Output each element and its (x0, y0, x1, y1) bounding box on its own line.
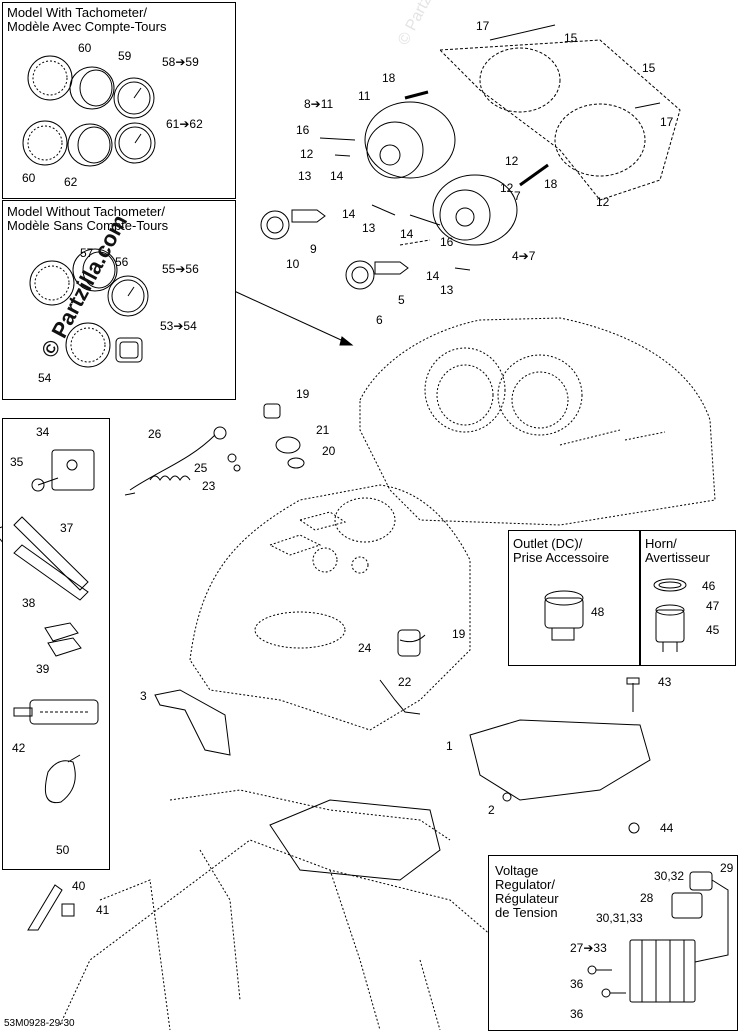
callout: 20 (322, 444, 336, 458)
callout: 25 (194, 461, 208, 475)
regulator-box: Voltage Regulator/ Régulateur de Tension (488, 855, 738, 1031)
callout: 55➔56 (162, 262, 199, 276)
callout: 14 (426, 269, 440, 283)
callout: 13 (440, 283, 454, 297)
callout: 60 (22, 171, 36, 185)
callout: 38 (22, 596, 36, 610)
callout: 48 (591, 605, 605, 619)
callout: 5 (398, 293, 405, 307)
callout: 40 (72, 879, 86, 893)
callout: 43 (658, 675, 672, 689)
wiring (124, 403, 426, 715)
callout: 1 (446, 739, 453, 753)
callout: 45 (706, 623, 720, 637)
callout: 14 (342, 207, 356, 221)
callout: 12 (500, 181, 514, 195)
callout: 26 (148, 427, 162, 441)
callout: 60 (78, 41, 92, 55)
nut-44 (628, 822, 640, 834)
callout: 13 (362, 221, 376, 235)
callout: 18 (544, 177, 558, 191)
horn-box: Horn/ Avertisseur (640, 530, 736, 666)
callout: 4➔7 (512, 249, 536, 263)
callout: 47 (706, 599, 720, 613)
callout: 9 (310, 242, 317, 256)
callout: 58➔59 (162, 55, 199, 69)
callout: 29 (720, 861, 734, 875)
rack-support (269, 799, 441, 881)
callout: 6 (376, 313, 383, 327)
callout: 27➔33 (570, 941, 607, 955)
tach-box: Model With Tachometer/ Modèle Avec Compt… (2, 2, 236, 199)
callout: 15 (564, 31, 578, 45)
callout: 15 (642, 61, 656, 75)
callout: 37 (60, 521, 74, 535)
callout: 62 (64, 175, 78, 189)
callout: 16 (296, 123, 310, 137)
callout: 2 (488, 803, 495, 817)
callout: 12 (505, 154, 519, 168)
callout: 50 (56, 843, 70, 857)
callout: 24 (358, 641, 372, 655)
callout: 17 (660, 115, 674, 129)
callout: 21 (316, 423, 330, 437)
bracket-3 (154, 689, 231, 756)
callout: 54 (38, 371, 52, 385)
callout: 35 (10, 455, 24, 469)
callout: 7 (514, 189, 521, 203)
callout: 30,31,33 (596, 911, 643, 925)
headlight-assembly (260, 24, 681, 290)
callout: 23 (202, 479, 216, 493)
left-tools-box (2, 418, 110, 870)
callout: 13 (298, 169, 312, 183)
callout: 3 (140, 689, 147, 703)
callout: 39 (36, 662, 50, 676)
diagram-code: 53M0928-29-30 (4, 1018, 75, 1029)
horn-box-title: Horn/ Avertisseur (645, 536, 710, 565)
item-2 (502, 792, 512, 802)
callout: 34 (36, 425, 50, 439)
callout: 16 (440, 235, 454, 249)
callout: 12 (300, 147, 314, 161)
callout: 10 (286, 257, 300, 271)
callout: 14 (330, 169, 344, 183)
callout: 11 (358, 89, 371, 103)
callout: 53➔54 (160, 319, 197, 333)
callout: 61➔62 (166, 117, 203, 131)
callout: 14 (400, 227, 414, 241)
frame (59, 789, 561, 1031)
tach-box-title: Model With Tachometer/ Modèle Avec Compt… (7, 5, 167, 34)
callout: 17 (476, 19, 490, 33)
callout: 46 (702, 579, 716, 593)
bracket-40 (27, 884, 63, 931)
callout: 44 (660, 821, 674, 835)
callout: 19 (452, 627, 466, 641)
callout: 22 (398, 675, 412, 689)
callout: 57 (80, 246, 94, 260)
leader-arrow-line (231, 289, 353, 346)
dashboard-cover (359, 317, 716, 526)
clip-41 (61, 903, 75, 917)
callout: 28 (640, 891, 654, 905)
callout: 41 (96, 903, 110, 917)
callout: 30,32 (654, 869, 685, 883)
notach-box-title: Model Without Tachometer/ Modèle Sans Co… (7, 204, 169, 233)
callout: 56 (115, 255, 129, 269)
outlet-box: Outlet (DC)/ Prise Accessoire (508, 530, 640, 666)
leader-arrow-head (339, 336, 354, 346)
callout: 12 (596, 195, 610, 209)
callout: 42 (12, 741, 26, 755)
callout: 36 (570, 1007, 584, 1021)
callout: 8➔11 (304, 97, 334, 111)
callout: 18 (382, 71, 396, 85)
callout: 36 (570, 977, 584, 991)
callout: 19 (296, 387, 310, 401)
callout: 59 (118, 49, 132, 63)
console-cover (189, 484, 471, 731)
regulator-box-title: Voltage Regulator/ Régulateur de Tension (495, 863, 559, 920)
rack-support-1 (469, 719, 651, 801)
outlet-box-title: Outlet (DC)/ Prise Accessoire (513, 536, 610, 565)
